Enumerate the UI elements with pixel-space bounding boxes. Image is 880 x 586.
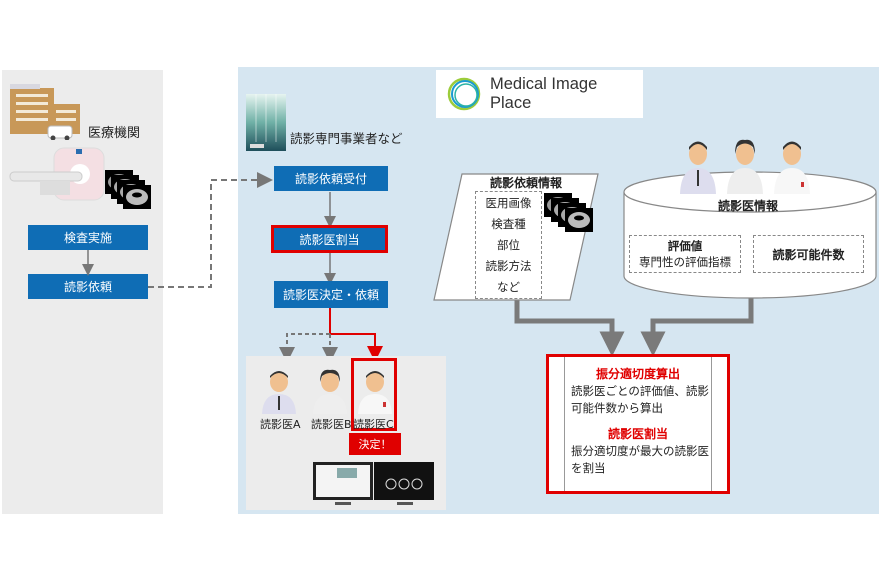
decision-badge: 決定！ xyxy=(349,433,401,455)
arrow-doctor-info-to-result xyxy=(640,298,754,357)
request-info-item: 部位 xyxy=(497,237,520,252)
logo: Medical Image Place xyxy=(436,70,643,118)
allocation-result-box: 振分適切度算出 読影医ごとの評価値、読影可能件数から算出 読影医割当 振分適切度… xyxy=(546,354,730,494)
request-info-item: 検査種 xyxy=(491,216,526,231)
doctors-group-icon xyxy=(680,139,810,194)
eval-desc: 専門性の評価指標 xyxy=(639,255,731,269)
logo-text: Medical Image Place xyxy=(489,75,598,112)
request-info-title: 読影依頼情報 xyxy=(490,176,563,190)
doctor-a-label: 読影医A xyxy=(260,418,301,431)
doctor-b-label: 読影医B xyxy=(311,418,352,431)
reading-capacity-box: 読影可能件数 xyxy=(753,235,864,273)
result-right-rule xyxy=(711,357,712,491)
request-info-item: など xyxy=(497,280,520,295)
flow-assign[interactable]: 読影医割当 xyxy=(271,225,388,253)
result-title-1: 振分適切度算出 xyxy=(595,367,680,381)
doctor-c-icon xyxy=(358,371,392,414)
result-desc-1: 読影医ごとの評価値、読影可能件数から算出 xyxy=(571,384,709,415)
arrow-decide-to-doctor-c xyxy=(329,308,383,362)
evaluation-value-box: 評価値 専門性の評価指標 xyxy=(629,235,741,273)
request-info-items: 医用画像 検査種 部位 読影方法 など xyxy=(475,191,542,299)
ct-images-icon xyxy=(544,193,593,232)
flow-decide[interactable]: 読影医決定・依頼 xyxy=(274,281,388,308)
ct-scanner-icon xyxy=(9,147,105,201)
arrow-to-doctor-a xyxy=(279,333,330,363)
medical-institution-title: 医療機関 xyxy=(88,126,141,141)
ct-images-icon xyxy=(105,170,151,209)
logo-ring-icon xyxy=(447,77,481,111)
doctor-b-icon xyxy=(313,369,347,414)
request-info-item: 医用画像 xyxy=(485,195,532,210)
service-provider-title: 読影専門事業者など xyxy=(290,131,403,146)
step-request[interactable]: 読影依頼 xyxy=(28,274,148,299)
arrow-request-to-service xyxy=(148,172,273,288)
request-info-item: 読影方法 xyxy=(485,259,532,274)
hospital-icon xyxy=(10,84,80,140)
flow-receive[interactable]: 読影依頼受付 xyxy=(274,166,388,191)
doctor-info-title: 読影医情報 xyxy=(718,199,779,213)
doctor-info-database xyxy=(623,171,877,299)
arrow-request-info-to-result xyxy=(514,300,625,357)
doctor-a-icon xyxy=(262,371,296,414)
office-building-icon xyxy=(246,94,286,151)
result-left-rule xyxy=(564,357,565,491)
eval-title: 評価値 xyxy=(667,239,703,253)
result-title-2: 読影医割当 xyxy=(607,427,668,441)
step-exam[interactable]: 検査実施 xyxy=(28,225,148,250)
result-desc-2: 振分適切度が最大の読影医を割当 xyxy=(571,444,709,475)
workstation-monitors-icon xyxy=(313,462,434,505)
selected-doctor-frame[interactable] xyxy=(351,358,397,431)
doctor-c-label: 読影医C xyxy=(353,418,394,431)
